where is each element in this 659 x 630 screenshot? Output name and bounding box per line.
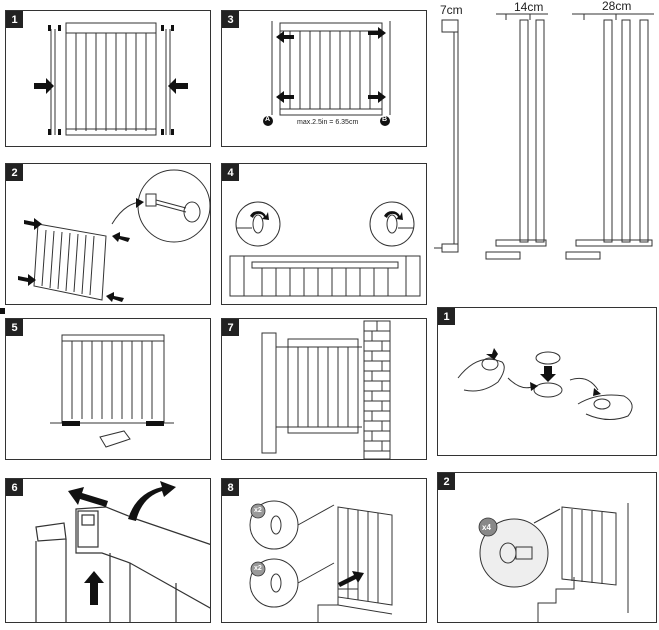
- right-step-1-panel: 1: [437, 307, 657, 456]
- step-7-panel: 7: [221, 318, 427, 460]
- step-number: 3: [222, 11, 239, 28]
- step-number: 8: [222, 479, 239, 496]
- step-number: 1: [438, 308, 455, 325]
- curved-arrow-icon: [128, 481, 176, 521]
- arrow-right-icon: [24, 218, 42, 230]
- arrow-down-icon: [486, 348, 498, 360]
- arrow-left-icon: [106, 292, 124, 302]
- latch-release-diagram: [35, 481, 210, 622]
- arrow-left-icon: [168, 78, 188, 94]
- arrow-up-left-icon: [68, 487, 108, 507]
- rotate-icon: [250, 211, 269, 220]
- x2-label-bottom: x2: [254, 565, 262, 572]
- step-number: 6: [6, 479, 23, 496]
- arrow-right-icon: [34, 78, 54, 94]
- step-4-panel: 4: [221, 163, 427, 305]
- step-number: 2: [438, 473, 455, 490]
- x2-label-top: x2: [254, 507, 262, 514]
- extension-7cm-label: 7cm: [440, 3, 463, 17]
- wall-cup-mount-diagram: [457, 348, 633, 420]
- measure-text: max.2.5in = 6.35cm: [297, 119, 359, 126]
- step-5-panel: 5: [5, 318, 211, 460]
- arrow-left-icon: [276, 31, 294, 43]
- arrow-left-icon: [112, 232, 130, 242]
- step-8-panel: 8 x2 x2: [221, 478, 427, 623]
- curved-arrow-icon: [136, 198, 144, 208]
- step-2-panel: 2: [5, 163, 211, 305]
- curved-arrow-icon: [593, 388, 601, 396]
- arrow-right-icon: [18, 274, 36, 286]
- arrow-right-icon: [368, 27, 386, 39]
- gate-adjust-diagram: [263, 21, 391, 126]
- curved-arrow-icon: [530, 382, 538, 391]
- arrow-left-icon: [276, 91, 294, 103]
- arrow-right-icon: [368, 91, 386, 103]
- gate-front-diagram: [34, 22, 188, 136]
- edge-marker: [0, 308, 5, 314]
- arrow-right-icon: [338, 571, 364, 587]
- stair-install-diagram: [249, 500, 393, 622]
- step-number: 5: [6, 319, 23, 336]
- brick-wall: [363, 320, 391, 459]
- step-number: 2: [6, 164, 23, 181]
- step-3-panel: 3 A B max.2.5in = 6.35cm: [221, 10, 427, 147]
- rotate-icon: [384, 211, 403, 220]
- extensions-diagram: [434, 13, 654, 260]
- marker-a: [263, 116, 273, 126]
- step-number: 1: [6, 11, 23, 28]
- wall-cups-diagram: [50, 334, 174, 448]
- spindle-adjust-diagram: [229, 201, 421, 297]
- step-1-panel: 1: [5, 10, 211, 147]
- extension-14cm-label: 14cm: [514, 0, 544, 14]
- x4-badge: [478, 517, 498, 537]
- right-step-2-panel: 2 x4: [437, 472, 657, 623]
- wall-brick-diagram: [261, 320, 391, 459]
- x2-badge-top: [250, 503, 266, 519]
- arrow-down-icon: [540, 366, 556, 382]
- x4-label: x4: [482, 523, 491, 532]
- step-number: 7: [222, 319, 239, 336]
- marker-a-label: A: [265, 116, 271, 123]
- arrow-up-icon: [84, 571, 104, 605]
- extensions-area: 7cm 14cm 28cm: [430, 0, 659, 265]
- gate-tilt-diagram: [18, 169, 210, 302]
- step-number: 4: [222, 164, 239, 181]
- wall-mount-detail-diagram: [478, 503, 629, 622]
- x2-badge-bottom: [250, 561, 266, 577]
- marker-b: [380, 116, 390, 126]
- marker-b-label: B: [382, 116, 388, 123]
- extension-28cm-label: 28cm: [602, 0, 632, 13]
- step-6-panel: 6: [5, 478, 211, 623]
